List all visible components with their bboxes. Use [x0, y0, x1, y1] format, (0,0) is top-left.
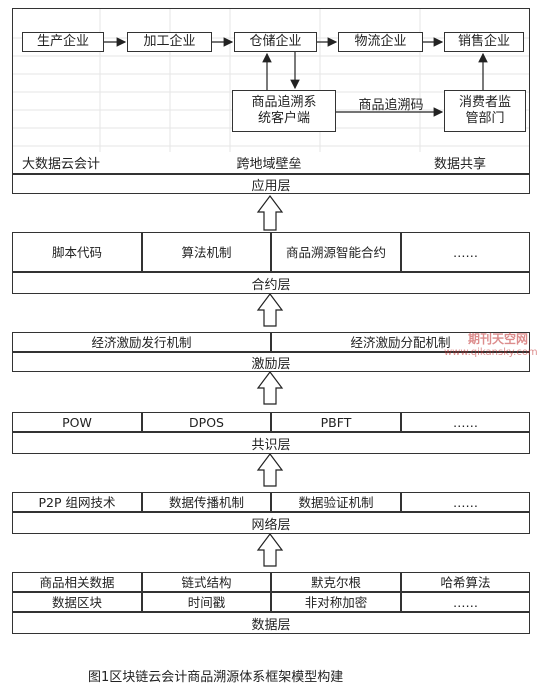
contract-script-code: 脚本代码	[12, 232, 142, 272]
data-etc: ……	[401, 592, 530, 612]
feature-data-sharing: 数据共享	[433, 157, 486, 172]
data-chain-structure: 链式结构	[142, 572, 271, 592]
consensus-pbft: PBFT	[271, 412, 401, 432]
feature-cross-region: 跨地域壁垒	[236, 157, 302, 172]
consensus-pow: POW	[12, 412, 142, 432]
production-enterprise-box: 生产企业	[22, 32, 104, 52]
hollow-arrow-up	[256, 533, 284, 567]
consensus-layer-label: 共识层	[12, 432, 530, 454]
layer-arrows	[256, 195, 284, 567]
network-p2p: P2P 组网技术	[12, 492, 142, 512]
hollow-arrow-up	[256, 453, 284, 487]
hollow-arrow-up	[256, 195, 284, 231]
contract-layer-label: 合约层	[12, 272, 530, 294]
consumer-regulator-box: 消费者监管部门	[444, 90, 526, 132]
network-layer-label: 网络层	[12, 512, 530, 534]
data-product-data: 商品相关数据	[12, 572, 142, 592]
hollow-arrow-up	[256, 371, 284, 405]
chain-arrows	[104, 37, 488, 117]
trace-client-box: 商品追溯系统客户端	[232, 90, 336, 132]
network-etc: ……	[401, 492, 530, 512]
figure-caption: 图1区块链云会计商品溯源体系框架模型构建	[88, 670, 344, 685]
processing-enterprise-box: 加工企业	[127, 32, 212, 52]
incentive-layer-label: 激励层	[12, 352, 530, 372]
trace-code-label: 商品追溯码	[358, 98, 424, 113]
sales-enterprise-box: 销售企业	[444, 32, 524, 52]
hollow-arrow-up	[256, 293, 284, 327]
consensus-etc: ……	[401, 412, 530, 432]
contract-algorithm: 算法机制	[142, 232, 271, 272]
incentive-issuance: 经济激励发行机制	[12, 332, 271, 352]
data-hash-algorithm: 哈希算法	[401, 572, 530, 592]
data-timestamp: 时间戳	[142, 592, 271, 612]
application-panel	[12, 8, 530, 174]
contract-etc: ……	[401, 232, 530, 272]
logistics-enterprise-box: 物流企业	[338, 32, 423, 52]
warehouse-enterprise-box: 仓储企业	[234, 32, 317, 52]
network-propagation: 数据传播机制	[142, 492, 271, 512]
network-verification: 数据验证机制	[271, 492, 401, 512]
data-asymmetric-encryption: 非对称加密	[271, 592, 401, 612]
consensus-dpos: DPOS	[142, 412, 271, 432]
incentive-distribution: 经济激励分配机制	[271, 332, 530, 352]
data-layer-label: 数据层	[12, 612, 530, 634]
data-merkle-root: 默克尔根	[271, 572, 401, 592]
application-layer-label: 应用层	[12, 174, 530, 194]
data-block: 数据区块	[12, 592, 142, 612]
watermark-brand: 期刊天空网	[468, 332, 529, 346]
contract-smart-contract: 商品溯源智能合约	[271, 232, 401, 272]
feature-cloud-accounting: 大数据云会计	[22, 157, 101, 172]
watermark-url: www.qikansky.com	[444, 347, 538, 358]
